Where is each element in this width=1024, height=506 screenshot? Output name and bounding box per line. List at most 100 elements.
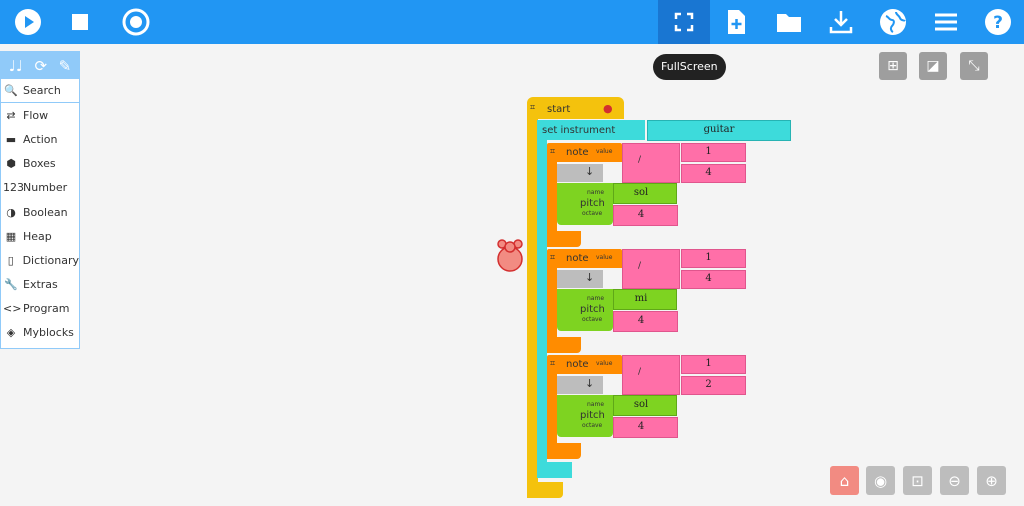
start-block[interactable] [527, 97, 624, 119]
fullscreen-button[interactable] [658, 0, 710, 44]
hidden-block[interactable] [557, 164, 603, 182]
pitch-name-label: name [587, 295, 605, 302]
hidden-arrow: ↓ [585, 165, 595, 178]
help-button[interactable]: ? [976, 0, 1020, 44]
note-value-label: value [596, 254, 613, 261]
note-block[interactable] [547, 143, 622, 162]
save-project-button[interactable] [819, 0, 863, 44]
pitch-name-label: name [587, 189, 605, 196]
zoom-in-button[interactable]: ⊕ [977, 466, 1006, 495]
number-icon: 123 [3, 181, 24, 195]
divide-block[interactable] [622, 143, 680, 183]
palette-item-myblocks[interactable]: ◈Myblocks [1, 321, 79, 345]
search-icon: 🔍 [4, 84, 18, 98]
help-icon: ? [985, 9, 1011, 35]
palette-item-dictionary[interactable]: ▯Dictionary [1, 248, 79, 272]
note-block[interactable] [547, 355, 622, 374]
palette-item-boolean[interactable]: ◑Boolean [1, 200, 79, 224]
zoom-out-button[interactable]: ⊖ [940, 466, 969, 495]
divide-sign: / [638, 261, 642, 271]
stop-button[interactable] [58, 0, 102, 44]
palette-item-label: Heap [23, 229, 52, 243]
numerator-value: 1 [705, 252, 712, 263]
palette-item-extras[interactable]: 🔧Extras [1, 273, 79, 297]
pitch-block[interactable] [557, 395, 613, 437]
extras-icon: 🔧 [4, 278, 18, 292]
zoom-in-icon: ⊕ [985, 471, 998, 490]
home-icon: ⌂ [839, 471, 850, 490]
octave-block[interactable] [613, 417, 678, 438]
denominator-value: 4 [705, 167, 712, 178]
pitch-label: pitch [580, 304, 605, 315]
note-value-label: value [596, 360, 613, 367]
palette-item-action[interactable]: ▬Action [1, 127, 79, 151]
record-icon [122, 8, 150, 36]
numerator-block[interactable] [681, 355, 746, 374]
numerator-block[interactable] [681, 143, 746, 162]
palette-item-label: Number [23, 181, 68, 195]
denominator-block[interactable] [681, 376, 746, 395]
numerator-block[interactable] [681, 249, 746, 268]
palette-item-heap[interactable]: ▦ Heap [1, 224, 79, 248]
hidden-block[interactable] [557, 376, 603, 394]
note-collapse-icon[interactable]: ⌗ [550, 359, 556, 369]
dictionary-icon: ▯ [7, 253, 14, 267]
palette-item-boxes[interactable]: ⬢Boxes [1, 152, 79, 176]
home-button[interactable]: ⌂ [830, 466, 859, 495]
play-button[interactable] [6, 0, 50, 44]
start-block-bottom [527, 482, 563, 498]
new-project-button[interactable] [714, 0, 758, 44]
octave-block[interactable] [613, 205, 678, 226]
octave-block[interactable] [613, 311, 678, 332]
instrument-value-block[interactable] [647, 120, 791, 141]
collapse-button[interactable]: ⤡ [960, 52, 988, 80]
start-label: start [547, 104, 571, 115]
pitch-block[interactable] [557, 289, 613, 331]
pitch-name-value: mi [634, 293, 648, 304]
main-menu-button[interactable] [924, 0, 968, 44]
instrument-value: guitar [703, 124, 735, 135]
pitch-name-label: name [587, 401, 605, 408]
note-collapse-icon[interactable]: ⌗ [550, 147, 556, 157]
pitch-name-block[interactable] [613, 183, 677, 204]
denominator-value: 4 [705, 273, 712, 284]
palette-item-label: Boolean [23, 205, 68, 219]
note-block-bottom [547, 443, 581, 459]
set-instrument-label: set instrument [542, 125, 616, 136]
note-label: note [566, 359, 589, 370]
palette-item-flow[interactable]: ⇄Flow [1, 103, 79, 127]
start-collapse-icon[interactable]: ⌗ [530, 103, 536, 113]
open-project-button[interactable] [767, 0, 811, 44]
palette-item-label: Program [23, 302, 70, 316]
note-collapse-icon[interactable]: ⌗ [550, 253, 556, 263]
divide-block[interactable] [622, 249, 680, 289]
set-instrument-block[interactable] [537, 120, 645, 140]
heap-icon: ▦ [5, 229, 17, 243]
numerator-value: 1 [705, 358, 712, 369]
fullscreen-tooltip: FullScreen [653, 54, 726, 80]
pitch-name-block[interactable] [613, 395, 677, 416]
pitch-name-block[interactable] [613, 289, 677, 310]
hidden-arrow: ↓ [585, 377, 595, 390]
music-palette-icon[interactable]: ♩♩ [8, 56, 23, 75]
divide-sign: / [638, 155, 642, 165]
palette-item-program[interactable]: <>Program [1, 297, 79, 321]
collapse-blocks-button[interactable]: ⊡ [903, 466, 932, 495]
mouse-turtle-icon[interactable] [494, 234, 526, 274]
denominator-block[interactable] [681, 164, 746, 183]
clear-button[interactable]: ◪ [919, 52, 947, 80]
hidden-block[interactable] [557, 270, 603, 288]
show-blocks-button[interactable]: ◉ [866, 466, 895, 495]
pitch-block[interactable] [557, 183, 613, 225]
collapse-blocks-icon: ⊡ [911, 471, 924, 490]
record-button[interactable] [114, 0, 158, 44]
grid-button[interactable]: ⊞ [879, 52, 907, 80]
pen-icon[interactable]: ✎ [58, 56, 72, 75]
language-button[interactable] [871, 0, 915, 44]
note-block[interactable] [547, 249, 622, 268]
denominator-block[interactable] [681, 270, 746, 289]
palette-item-search[interactable]: 🔍Search [1, 79, 79, 104]
divide-block[interactable] [622, 355, 680, 395]
refresh-icon[interactable]: ⟳ [34, 56, 48, 75]
